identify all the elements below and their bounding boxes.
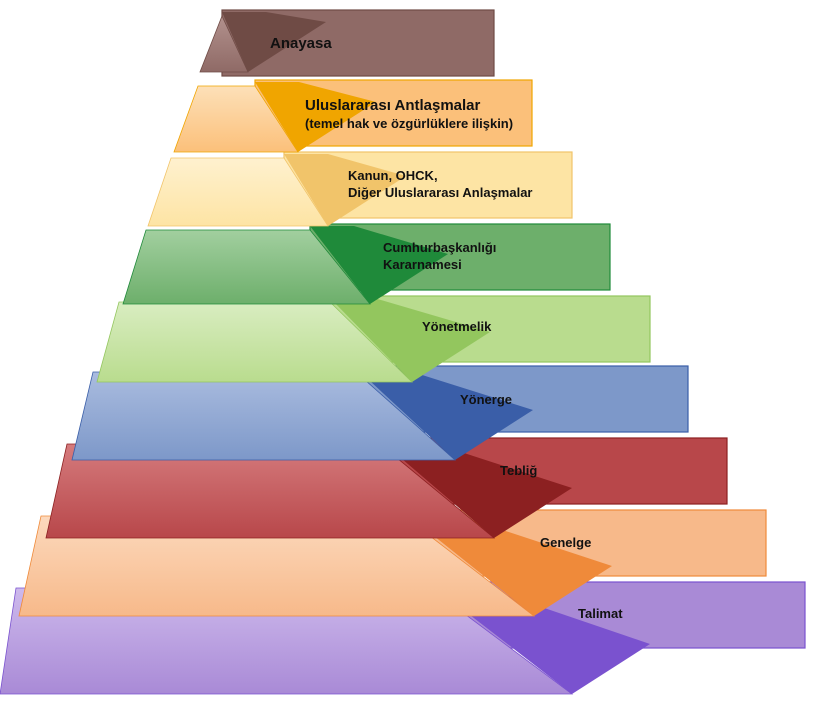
level-side-face-yonetmelik	[330, 298, 490, 382]
level-label-kanun: Kanun, OHCK, Diğer Uluslararası Anlaşmal…	[348, 168, 533, 200]
level-anayasa	[199, 9, 495, 77]
level-uluslararasi	[173, 79, 533, 153]
level-side-face-kanun	[284, 154, 406, 226]
level-front-face-uluslararasi	[173, 85, 299, 153]
level-label-anayasa: Anayasa	[270, 35, 332, 52]
level-label-genelge: Genelge	[540, 535, 592, 550]
level-label-talimat: Talimat	[578, 606, 623, 621]
level-label-yonetmelik: Yönetmelik	[422, 319, 492, 334]
level-front-face-cumhurbaskanligi	[122, 229, 371, 305]
level-front-face-kanun	[147, 157, 329, 227]
level-side-face-anayasa	[222, 12, 326, 72]
level-label-uluslararasi-antlasmalar: Uluslararası Antlaşmalar (temel hak ve ö…	[305, 97, 514, 131]
level-label-yonerge: Yönerge	[460, 392, 513, 407]
level-side-face-cumhurbaskanligi	[310, 226, 448, 304]
level-side-face-teblig	[380, 440, 572, 538]
level-cumhurbaskanligi	[122, 223, 611, 305]
level-label-teblig: Tebliğ	[500, 463, 538, 478]
level-side-face-uluslararasi	[255, 82, 376, 152]
level-kanun	[147, 151, 573, 227]
level-label-cumhurbaskanligi-kararnamesi: Cumhurbaşkanlığı Kararnamesi	[383, 240, 497, 272]
level-front-face-anayasa	[199, 14, 249, 73]
level-yonerge	[71, 365, 689, 461]
level-side-face-yonerge	[356, 368, 533, 460]
